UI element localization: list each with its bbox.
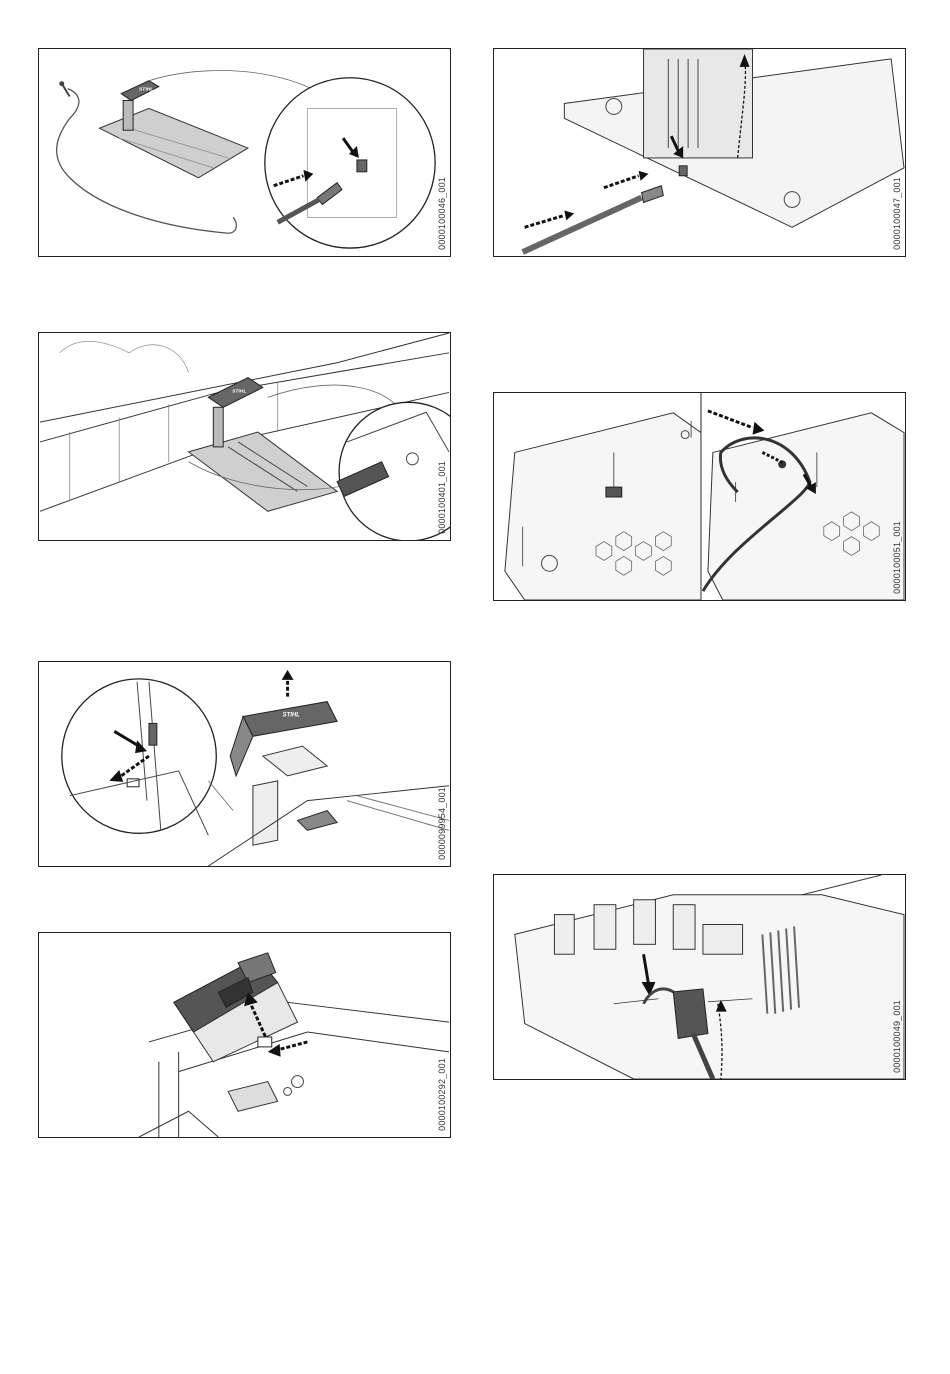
figure-id: 0000100401_001 [437,461,447,534]
figure-cable-routing: 0000100049_001 [493,874,906,1080]
stihl-logo: STIHL [283,712,301,718]
figure-id: 0000100047_001 [892,177,902,250]
figure-docking-station-wire-connect: STIHL 0000100046_001 [38,48,451,257]
figure-id: 0000100046_001 [437,177,447,250]
figure-connector-detail: 0000100051_001 [493,392,906,601]
stihl-logo: STIHL [139,87,153,93]
illustration-docking-station-wall: STIHL [39,333,450,540]
illustration-cable-routing [494,875,905,1079]
figure-cable-insertion: 0000100047_001 [493,48,906,257]
illustration-cover-removal: STIHL [39,662,450,866]
figure-docking-station-wall: STIHL 0000100401_001 [38,332,451,541]
figure-open-connector-cover: 0000100292_001 [38,932,451,1138]
illustration-connector-detail [494,393,905,600]
figure-id: 0000099954_001 [437,787,447,860]
figure-cover-removal: STIHL 0000099954_001 [38,661,451,867]
figure-id: 0000100051_001 [892,521,902,594]
stihl-logo: STIHL [232,388,246,394]
illustration-cable-insertion [494,49,905,256]
illustration-open-connector-cover [39,933,450,1137]
illustration-docking-station: STIHL [39,49,450,256]
figure-id: 0000100049_001 [892,1000,902,1073]
figure-id: 0000100292_001 [437,1058,447,1131]
